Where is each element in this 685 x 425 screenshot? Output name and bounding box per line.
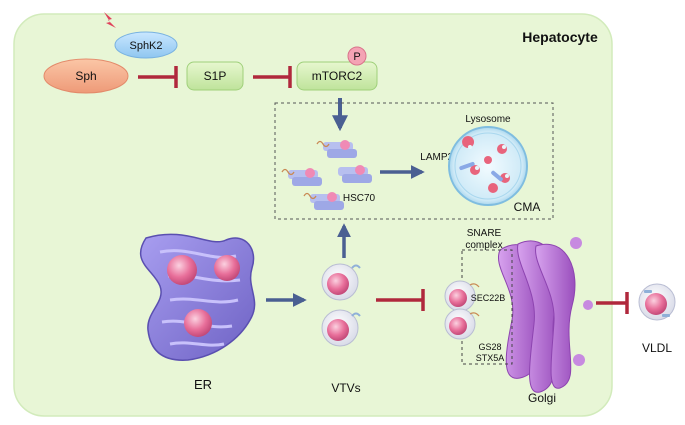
phospho-label: P	[353, 51, 360, 63]
vtvs-label: VTVs	[331, 381, 360, 395]
s1p-node: S1P	[186, 61, 244, 91]
inhibit-arrow-golgi-vldl	[596, 292, 629, 314]
inhibit-arrow-vtvs-golgi	[376, 289, 425, 311]
sphk2-node: SphK2	[114, 31, 178, 59]
hepatocyte-label: Hepatocyte	[522, 29, 598, 45]
mtorc2-label: mTORC2	[312, 69, 363, 83]
lysosome	[448, 126, 528, 206]
snare-label-line2: complex	[465, 240, 502, 251]
hsc70-complexes	[281, 140, 372, 210]
golgi-label: Golgi	[528, 391, 556, 405]
vldl-label: VLDL	[642, 341, 672, 355]
sph-node: Sph	[43, 58, 129, 94]
vldl-particle	[638, 283, 676, 321]
sph-label: Sph	[75, 69, 96, 83]
vtv-vesicles	[321, 263, 361, 347]
inhibit-arrow-s1p-mtorc2	[253, 66, 292, 88]
stx5a-label: STX5A	[476, 353, 505, 363]
phospho-badge	[347, 46, 367, 66]
er-label: ER	[194, 377, 212, 392]
golgi-organelle	[498, 237, 593, 393]
gs28-label: GS28	[478, 342, 501, 352]
cma-box	[274, 102, 554, 220]
mtorc2-node: mTORC2 P	[296, 46, 378, 91]
docking-vesicles	[444, 280, 480, 340]
inhibit-arrow-sph-s1p	[138, 66, 178, 88]
hsc70-label: HSC70	[343, 193, 376, 204]
snare-label-line1: SNARE	[467, 228, 502, 239]
sec22b-label: SEC22B	[471, 293, 506, 303]
lamp2a-label: LAMP2A	[420, 152, 460, 163]
lightning-icon	[104, 12, 116, 28]
s1p-label: S1P	[204, 69, 227, 83]
er-organelle	[139, 233, 256, 361]
cma-label: CMA	[514, 200, 541, 214]
lysosome-label: Lysosome	[465, 114, 511, 125]
sphk2-label: SphK2	[129, 40, 162, 52]
